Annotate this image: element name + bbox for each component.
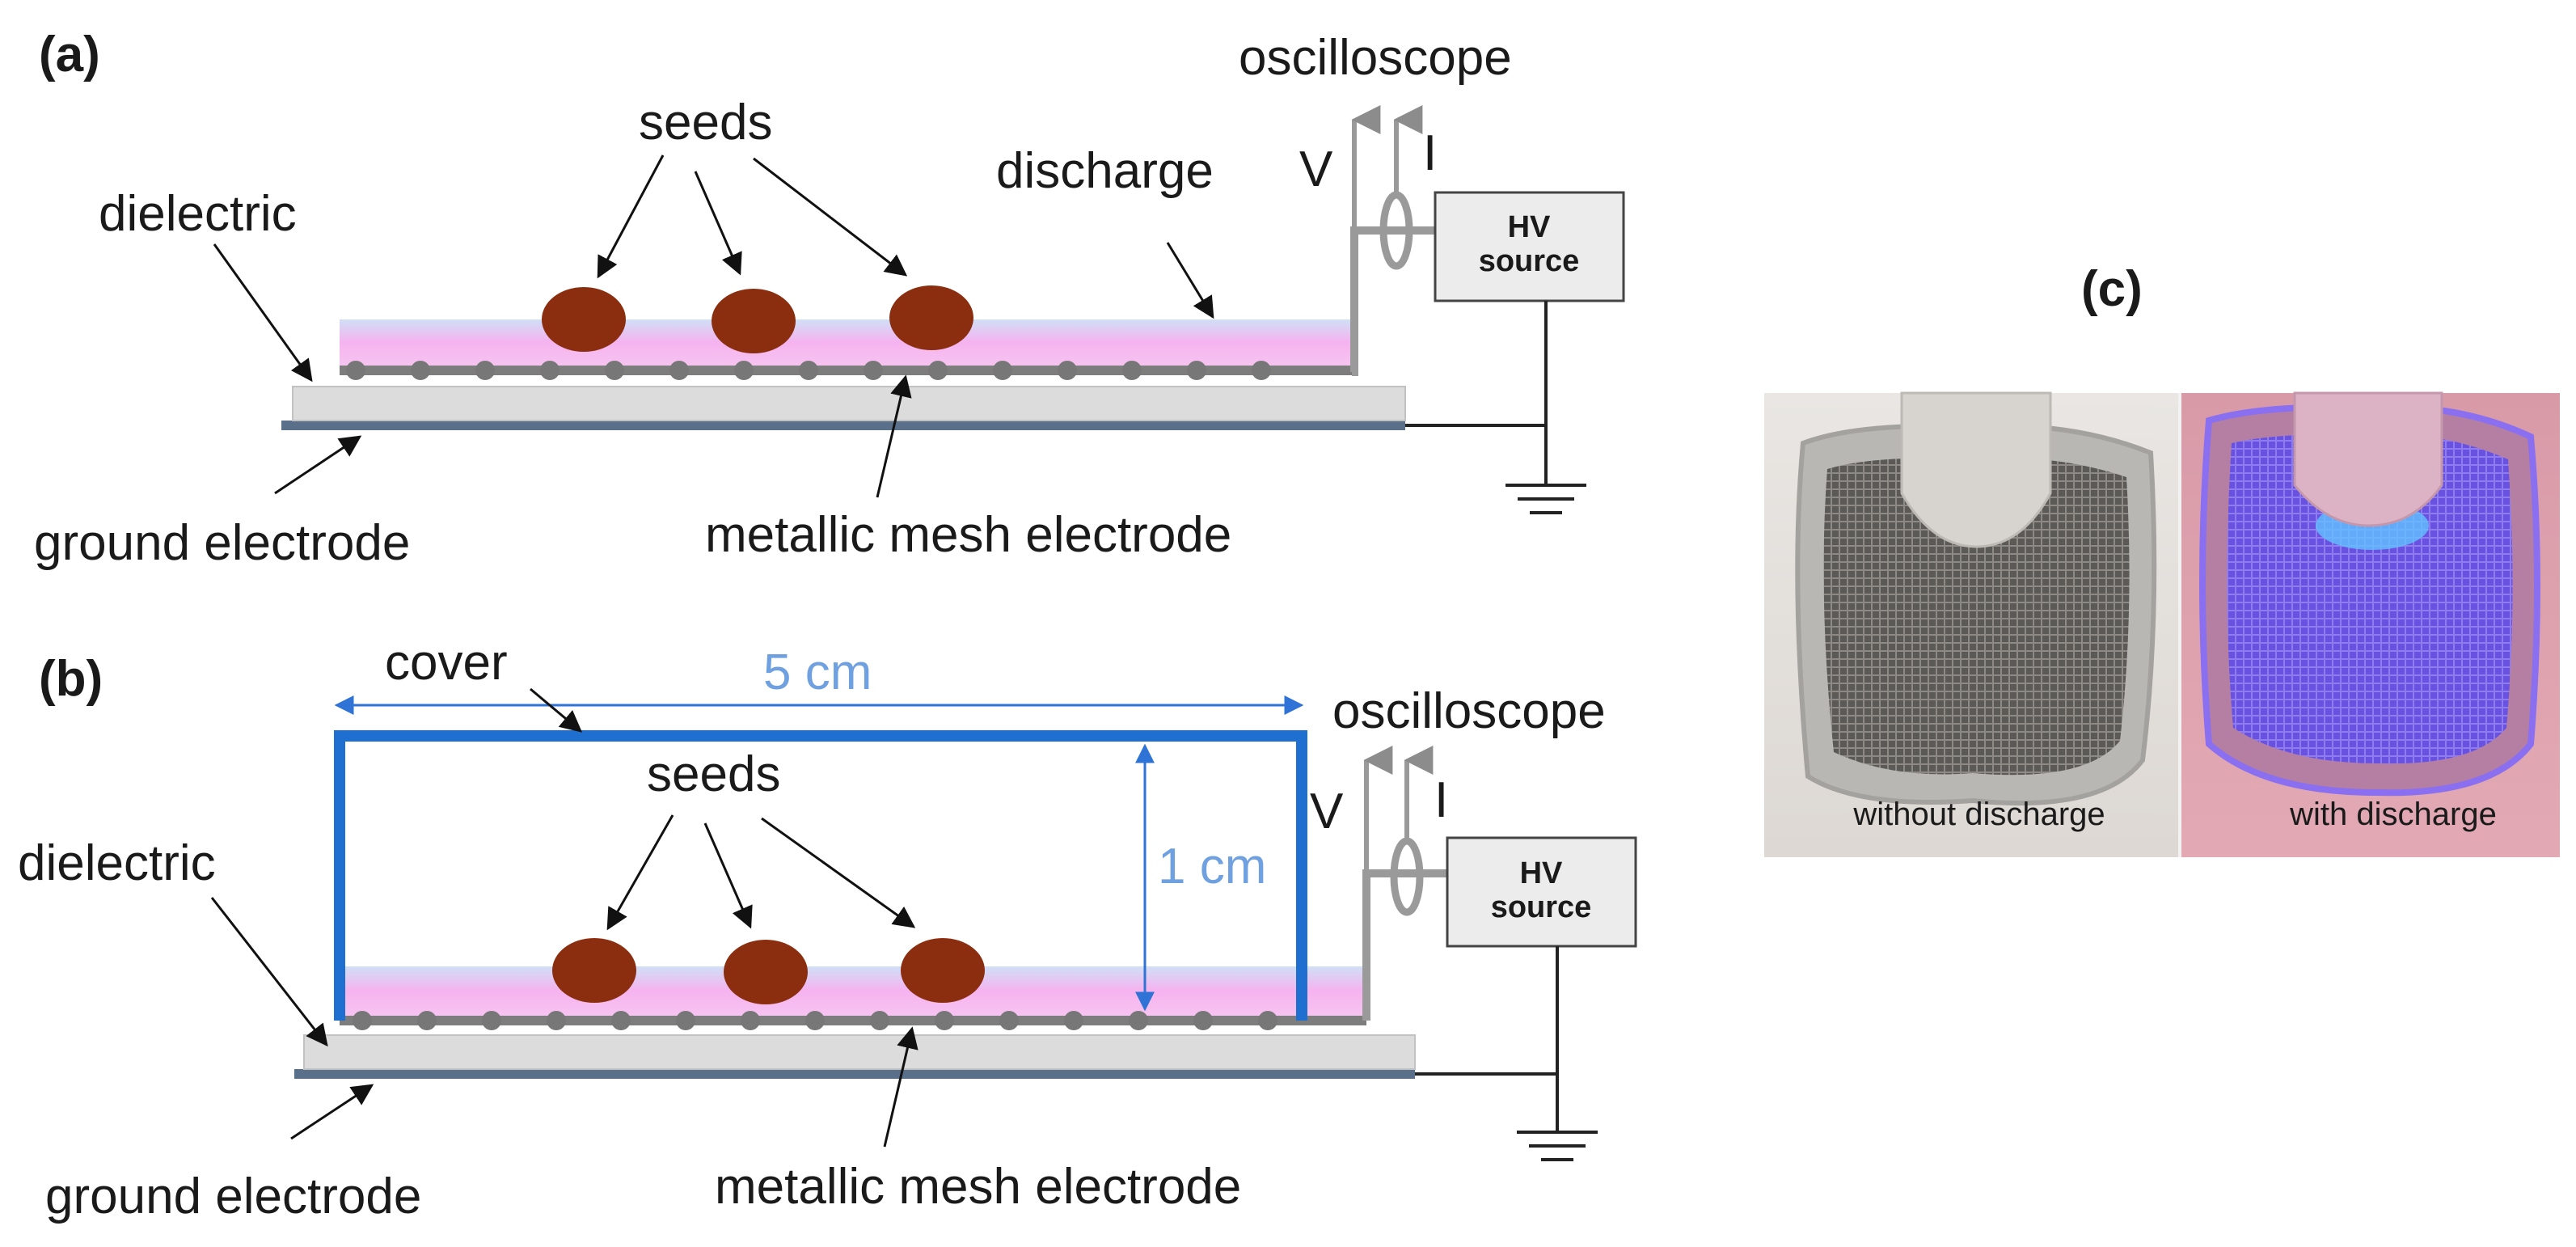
discharge-label-a: discharge	[996, 143, 1214, 199]
caption-with-discharge: with discharge	[2289, 797, 2497, 832]
seed-b-1	[552, 938, 636, 1003]
mesh-electrode-label-b: metallic mesh electrode	[715, 1159, 1241, 1215]
ground-electrode-a	[281, 421, 1405, 430]
mesh-electrode-a	[340, 366, 1352, 375]
panel-c-label: (c)	[2081, 261, 2143, 317]
hv-source-box-b	[1446, 836, 1637, 948]
hv-source-label-2-b: source	[1491, 890, 1592, 924]
mesh-electrode-label-a: metallic mesh electrode	[705, 507, 1231, 563]
oscilloscope-label-a: oscilloscope	[1239, 30, 1512, 86]
height-label-b: 1 cm	[1158, 839, 1266, 894]
ground-wire-a	[1405, 301, 1548, 485]
discharge-layer-a	[340, 319, 1352, 370]
current-coil-a	[1379, 191, 1413, 270]
dielectric-b	[303, 1034, 1416, 1070]
hv-source-box-a	[1434, 191, 1625, 302]
seed-a-2	[712, 289, 796, 353]
seed-b-2	[724, 940, 808, 1004]
width-label-b: 5 cm	[763, 645, 872, 700]
ground-electrode-b	[294, 1069, 1415, 1079]
ground-symbol-b	[1517, 1131, 1598, 1161]
cover-label-b: cover	[385, 635, 508, 691]
oscilloscope-label-b: oscilloscope	[1332, 683, 1606, 739]
ground-symbol-a	[1505, 484, 1586, 514]
seeds-label-a: seeds	[639, 95, 772, 150]
photo-with-discharge: with discharge	[2180, 391, 2560, 857]
seed-a-3	[889, 285, 973, 350]
dielectric-a	[292, 386, 1406, 421]
discharge-layer-b	[340, 966, 1366, 1020]
hv-source-label-2-a: source	[1479, 244, 1580, 278]
i-label-a: I	[1423, 125, 1437, 181]
seed-a-1	[542, 287, 626, 352]
hv-lead-b	[1362, 869, 1447, 1021]
hv-source-label-1-a: HV	[1508, 210, 1551, 244]
i-label-b: I	[1434, 772, 1448, 828]
hv-source-label-1-b: HV	[1520, 856, 1563, 890]
v-label-a: V	[1299, 142, 1333, 197]
caption-without-discharge: without discharge	[1852, 797, 2105, 832]
v-label-b: V	[1310, 784, 1344, 839]
dielectric-label-a: dielectric	[99, 186, 297, 242]
ground-electrode-label-a: ground electrode	[34, 515, 410, 571]
panel-b-label: (b)	[39, 651, 103, 707]
hv-lead-a	[1350, 226, 1435, 376]
panel-a: (a) HV source	[34, 27, 1625, 571]
annotation-arrows-b	[210, 687, 918, 1148]
photo-without-discharge: without discharge	[1764, 391, 2180, 857]
cover-b	[334, 730, 1307, 1021]
dielectric-label-b: dielectric	[18, 835, 216, 891]
current-coil-b	[1390, 837, 1424, 916]
mesh-electrode-b	[340, 1016, 1366, 1025]
ground-electrode-label-b: ground electrode	[45, 1169, 421, 1224]
seeds-label-b: seeds	[647, 746, 780, 802]
panel-b: (b) HV source	[18, 635, 1637, 1224]
panel-a-label: (a)	[39, 27, 100, 82]
mesh-dots-b	[353, 1011, 1277, 1030]
seed-b-3	[901, 938, 985, 1003]
panel-c: (c) without discharge with discharge	[1764, 261, 2560, 857]
ground-wire-b	[1415, 946, 1559, 1132]
mesh-dots-a	[346, 361, 1271, 380]
annotation-arrows-a	[213, 154, 1214, 498]
